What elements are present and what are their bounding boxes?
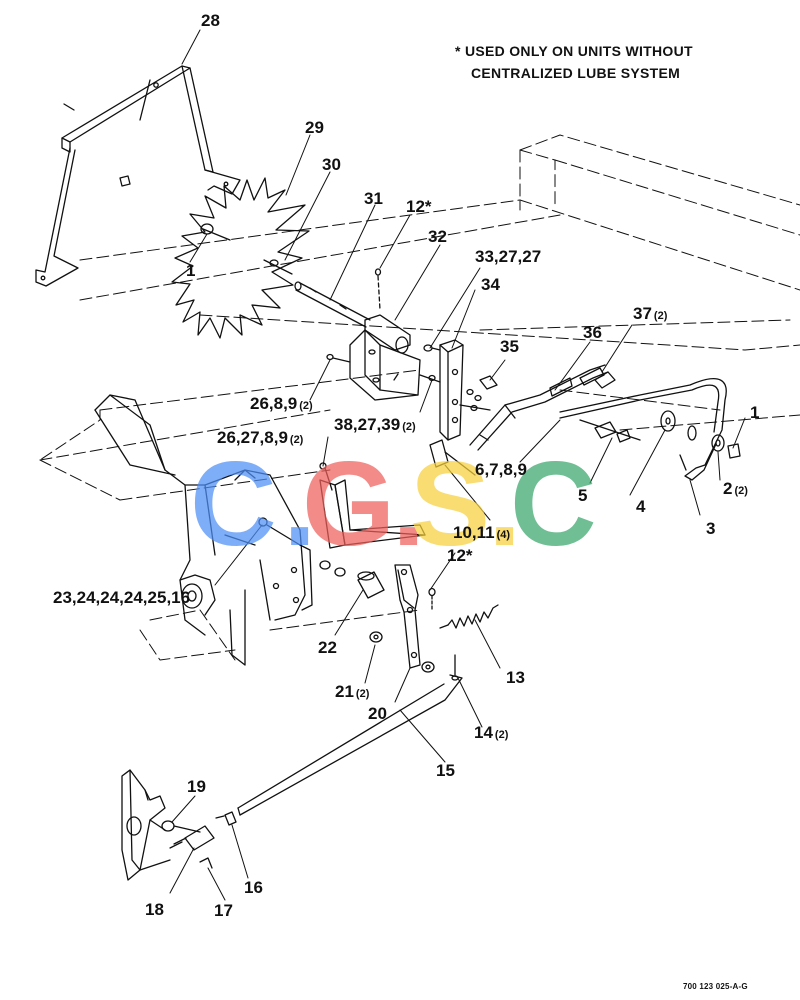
watermark-letter-s: S: [410, 437, 490, 571]
callout-33-27-27: 33,27,27: [475, 247, 541, 266]
part-31-shaft: [294, 281, 371, 328]
part-21-washers: [369, 631, 435, 673]
callout-1-right: 1: [750, 403, 759, 422]
callout-28: 28: [201, 11, 220, 30]
part-16-nut: [215, 811, 237, 826]
watermark-dot-1: .: [283, 437, 316, 571]
callout-1-left: 1: [186, 261, 195, 280]
lube-system-note: * USED ONLY ON UNITS WITHOUT CENTRALIZED…: [455, 40, 693, 84]
callout-23-24-25-16: 23,24,24,24,25,16: [53, 588, 190, 607]
callout-17: 17: [214, 901, 233, 920]
drawing-number: 700 123 025-A-G: [683, 982, 748, 991]
part-30-washer: [263, 259, 293, 275]
callout-21: 21(2): [335, 682, 370, 701]
callout-4: 4: [636, 497, 646, 516]
callout-32: 32: [428, 227, 447, 246]
callout-13: 13: [506, 668, 525, 687]
part-26-bolts: [319, 353, 351, 491]
part-37-rollers: [594, 371, 616, 389]
callout-20: 20: [368, 704, 387, 723]
note-line-1: * USED ONLY ON UNITS WITHOUT: [455, 43, 693, 59]
part-20-lever: [394, 564, 421, 669]
part-2-washer: [687, 425, 725, 452]
callout-labels: 28 29 30 31 12* 32 33,27,27 34 1 35 36 3…: [53, 11, 759, 920]
part-12-grease-fitting-top: [374, 268, 382, 311]
callout-31: 31: [364, 189, 383, 208]
part-34-mounting-plate: [439, 339, 464, 441]
part-3-spring-rod: [559, 378, 727, 481]
callout-16: 16: [244, 878, 263, 897]
note-line-2: CENTRALIZED LUBE SYSTEM: [471, 65, 681, 81]
callout-22: 22: [318, 638, 337, 657]
lower-left-bracket: [121, 769, 171, 881]
watermark-letter-c1: C: [190, 437, 277, 571]
callout-12-top: 12*: [406, 197, 432, 216]
part-22-sleeve: [357, 571, 385, 599]
part-28-bracket: [35, 65, 241, 287]
callout-26-27-8-9: 26,27,8,9(2): [217, 428, 304, 447]
part-4-washer: [660, 410, 676, 432]
machine-frame-phantom: [39, 134, 800, 661]
callout-34: 34: [481, 275, 500, 294]
part-23-pivot-hardware: [258, 517, 346, 577]
plate-hardware: [419, 344, 491, 412]
part-6-bolt: [429, 439, 476, 476]
watermark-dot-2: .: [392, 437, 425, 571]
callout-3: 3: [706, 519, 715, 538]
callout-35: 35: [500, 337, 519, 356]
watermark-letter-c2: C: [510, 437, 597, 571]
lower-pivot-arm: [319, 479, 426, 549]
part-5-pivot-bushing: [579, 419, 641, 443]
part-17-cotter-pin: [199, 857, 213, 869]
part-32-bearing-block: [349, 314, 421, 401]
part-35-bushing: [479, 375, 498, 390]
callout-29: 29: [305, 118, 324, 137]
callout-18: 18: [145, 900, 164, 919]
part-15-control-rod: [237, 674, 463, 816]
cgsc-watermark: C . G . S . C: [190, 437, 597, 571]
callout-26-8-9: 26,8,9(2): [250, 394, 313, 413]
callout-19: 19: [187, 777, 206, 796]
callout-14: 14(2): [474, 723, 509, 742]
watermark-letter-g: G: [302, 437, 395, 571]
callout-12-lower: 12*: [447, 546, 473, 565]
left-frame-rail: [94, 394, 313, 666]
part-18-clevis: [169, 825, 215, 851]
watermark-dot-3: .: [488, 437, 521, 571]
part-19-pin: [161, 820, 201, 833]
callout-38-27-39: 38,27,39(2): [334, 415, 416, 434]
callout-leaders: [169, 29, 746, 901]
callout-30: 30: [322, 155, 341, 174]
callout-10-11: 10,11(4): [453, 523, 510, 542]
callout-37: 37(2): [633, 304, 668, 323]
callout-6-7-8-9: 6,7,8,9: [475, 460, 527, 479]
part-12-grease-fitting-lower: [428, 587, 436, 611]
callout-5: 5: [578, 486, 587, 505]
callout-36: 36: [583, 323, 602, 342]
callout-15: 15: [436, 761, 455, 780]
part-29-star-wheel: [171, 177, 310, 339]
callout-2: 2(2): [723, 479, 748, 498]
part-13-spring: [439, 604, 499, 629]
